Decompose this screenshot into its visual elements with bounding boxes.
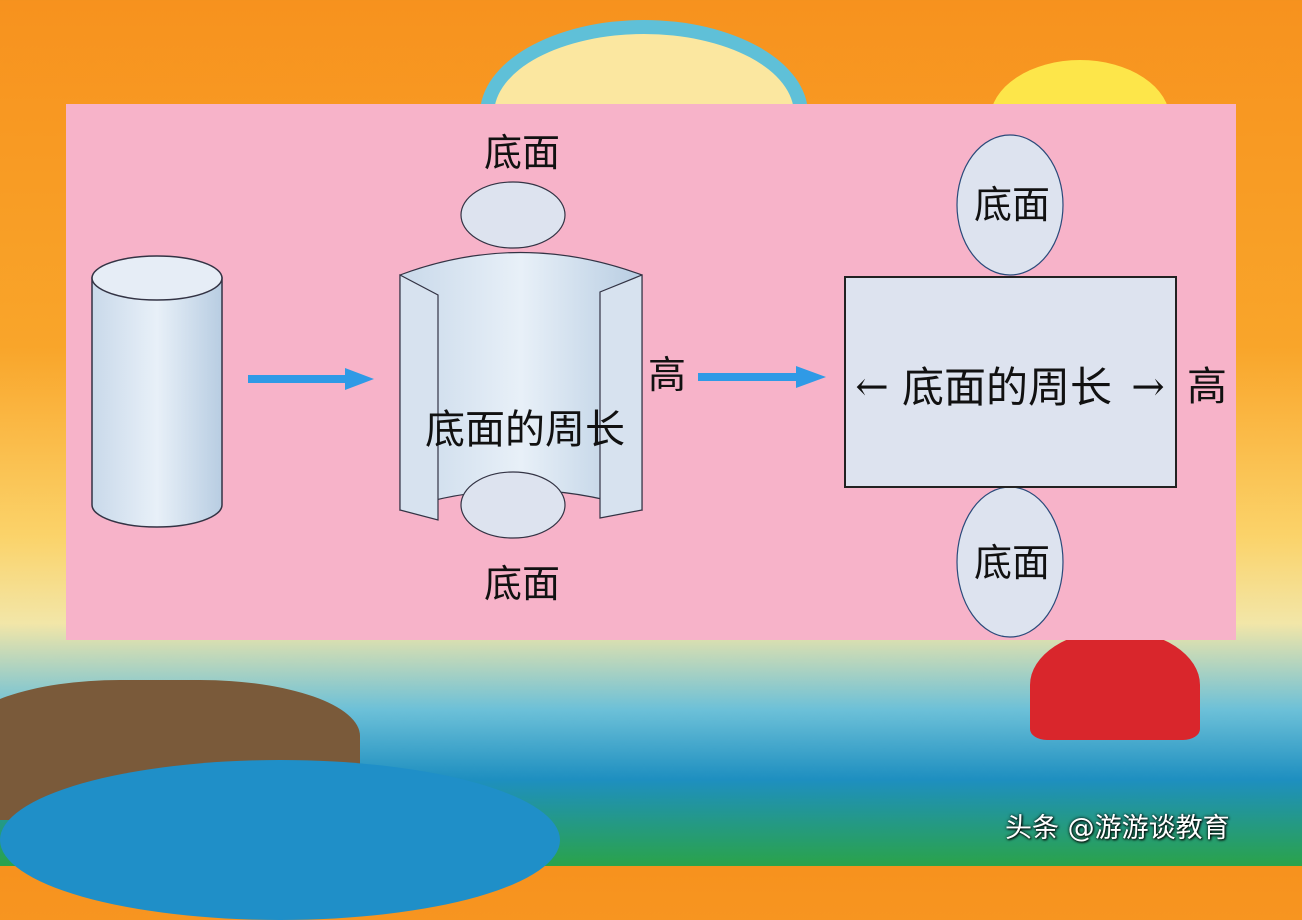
right-arrow-icon: → <box>1131 364 1165 410</box>
bottom-base-label: 底面 <box>974 541 1050 585</box>
top-base-ellipse <box>956 134 1064 276</box>
circumference-label: 底面的周长 <box>425 407 625 453</box>
top-base-label: 底面 <box>484 131 560 175</box>
cylinder-net-diagram: 底面 底面 高 底面的周长 底面 底面 ← 底面的周长 → 高 <box>66 104 1236 640</box>
watermark: 头条 @游游谈教育 <box>1005 813 1230 844</box>
circumference-label: 底面的周长 <box>902 363 1112 412</box>
height-label: 高 <box>648 353 686 397</box>
bottom-base-label: 底面 <box>484 562 560 606</box>
top-base-ellipse <box>460 181 566 249</box>
unfolding-cylinder <box>399 181 643 539</box>
left-arrow-icon: ← <box>855 364 889 410</box>
height-label: 高 <box>1187 364 1227 410</box>
lateral-rectangle <box>844 276 1177 488</box>
cylinder <box>91 255 223 528</box>
background-mushroom <box>1030 630 1200 740</box>
bottom-base-ellipse <box>460 471 566 539</box>
top-base-label: 底面 <box>974 183 1050 227</box>
arrow-right-icon <box>248 368 374 390</box>
cylinder-net <box>844 134 1177 638</box>
arrow-right-icon <box>698 366 826 388</box>
